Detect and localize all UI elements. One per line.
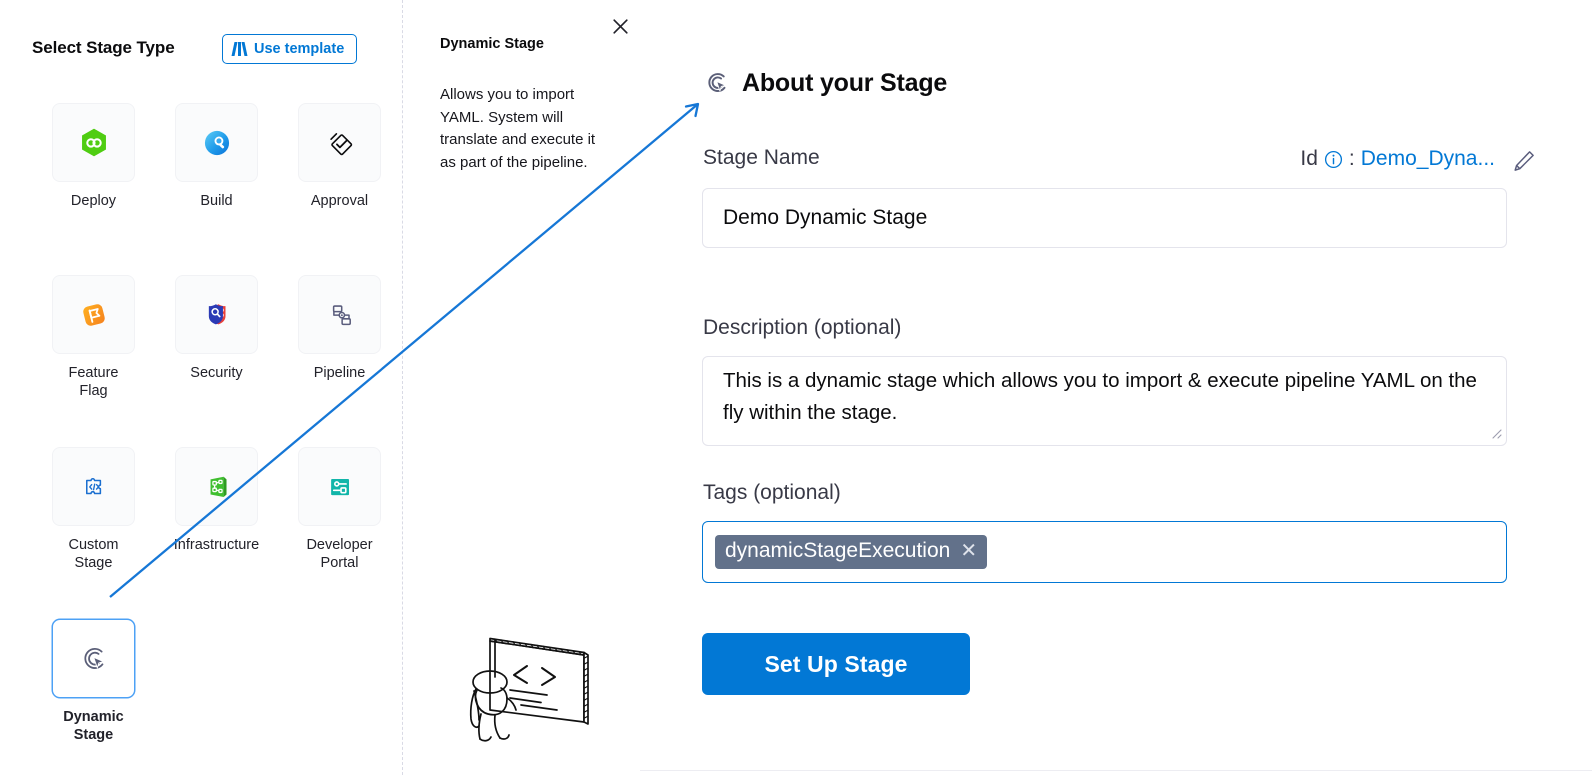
harness-cd-hexagon-infinity-icon bbox=[81, 128, 106, 156]
stage-card-feature-flag[interactable] bbox=[52, 275, 135, 354]
security-double-shield-icon bbox=[208, 303, 225, 324]
developer-portal-icon bbox=[330, 478, 349, 495]
stage-card-approval[interactable] bbox=[298, 103, 381, 182]
stage-cell-custom-stage: Custom Stage bbox=[32, 447, 155, 619]
page-title: Select Stage Type bbox=[32, 38, 175, 57]
stage-card-pipeline[interactable] bbox=[298, 275, 381, 354]
stage-name-label: Stage Name bbox=[703, 146, 820, 169]
stage-card-infrastructure[interactable] bbox=[175, 447, 258, 526]
description-label: Description (optional) bbox=[703, 316, 902, 339]
stage-label-feature-flag: Feature Flag bbox=[68, 365, 119, 399]
harness-ci-magnifier-circle-icon bbox=[204, 130, 229, 155]
description-textarea[interactable]: This is a dynamic stage which allows you… bbox=[702, 356, 1507, 446]
about-title: About your Stage bbox=[742, 68, 948, 97]
custom-stage-code-puzzle-icon bbox=[85, 477, 101, 494]
stage-cell-build: Build bbox=[155, 103, 278, 275]
stage-card-build[interactable] bbox=[175, 103, 258, 182]
stage-card-deploy[interactable] bbox=[52, 103, 135, 182]
stage-info-description: Allows you to import YAML. System will t… bbox=[440, 86, 596, 172]
stage-cell-feature-flag: Feature Flag bbox=[32, 275, 155, 447]
template-library-icon bbox=[231, 42, 248, 56]
infrastructure-cube-nodes-icon bbox=[210, 476, 227, 497]
stage-cell-security: Security bbox=[155, 275, 278, 447]
stage-label-pipeline: Pipeline bbox=[313, 365, 366, 381]
stage-id-value[interactable]: Demo_Dyna... bbox=[1360, 147, 1495, 170]
stage-cell-pipeline: Pipeline bbox=[278, 275, 401, 447]
stage-label-deploy: Deploy bbox=[70, 193, 117, 209]
stage-cell-dynamic-stage: Dynamic Stage bbox=[32, 619, 155, 775]
stage-cell-developer-portal: Developer Portal bbox=[278, 447, 401, 619]
dynamic-stage-cursor-target-icon bbox=[83, 647, 104, 669]
stage-card-custom-stage[interactable] bbox=[52, 447, 135, 526]
about-your-stage-form: About your Stage Stage Name Id : Demo_Dy… bbox=[640, 0, 1592, 775]
edit-pencil-icon[interactable] bbox=[1511, 148, 1537, 174]
stage-card-developer-portal[interactable] bbox=[298, 447, 381, 526]
info-circle-icon[interactable] bbox=[1324, 150, 1343, 169]
left-panel-header: Select Stage Type Use template bbox=[32, 34, 372, 64]
dynamic-stage-cursor-target-icon bbox=[708, 73, 726, 92]
about-header: About your Stage bbox=[702, 68, 947, 98]
id-separator: : bbox=[1348, 147, 1355, 170]
stage-info-panel: Dynamic Stage Allows you to import YAML.… bbox=[403, 0, 640, 775]
stage-label-approval: Approval bbox=[310, 193, 369, 209]
set-up-stage-button[interactable]: Set Up Stage bbox=[702, 633, 970, 695]
stage-type-grid: Deploy bbox=[32, 103, 382, 775]
tag-label: dynamicStageExecution bbox=[725, 539, 951, 562]
stage-label-build: Build bbox=[200, 193, 233, 209]
stage-cell-deploy: Deploy bbox=[32, 103, 155, 275]
tags-label: Tags (optional) bbox=[703, 481, 841, 504]
tags-input[interactable]: dynamicStageExecution ✕ bbox=[702, 521, 1507, 583]
stage-label-developer-portal: Developer Portal bbox=[306, 537, 373, 571]
use-template-label: Use template bbox=[254, 41, 345, 57]
feature-flag-icon bbox=[82, 303, 105, 326]
pipeline-nodes-icon bbox=[332, 304, 351, 325]
bottom-divider bbox=[640, 770, 1592, 771]
close-button[interactable] bbox=[608, 14, 632, 38]
close-icon bbox=[612, 18, 628, 34]
stage-name-input[interactable] bbox=[702, 188, 1507, 248]
use-template-button[interactable]: Use template bbox=[222, 34, 358, 64]
stage-label-infrastructure: Infrastructure bbox=[173, 537, 260, 553]
stage-cell-infrastructure: Infrastructure bbox=[155, 447, 278, 619]
stage-cell-approval: Approval bbox=[278, 103, 401, 275]
stage-id-row: Id : Demo_Dyna... bbox=[1300, 147, 1495, 171]
stage-label-dynamic-stage: Dynamic Stage bbox=[63, 709, 124, 743]
stage-type-panel: Select Stage Type Use template bbox=[0, 0, 403, 775]
approval-checkmark-diamond-icon bbox=[329, 132, 352, 155]
person-presenting-code-screen-illustration bbox=[469, 637, 589, 742]
stage-label-security: Security bbox=[190, 365, 243, 381]
stage-info-title: Dynamic Stage bbox=[440, 36, 544, 52]
stage-card-security[interactable] bbox=[175, 275, 258, 354]
stage-label-custom-stage: Custom Stage bbox=[68, 537, 119, 571]
tag-chip: dynamicStageExecution ✕ bbox=[715, 535, 988, 569]
stage-card-dynamic-stage[interactable] bbox=[52, 619, 135, 698]
tag-remove-icon[interactable]: ✕ bbox=[960, 540, 978, 562]
id-label: Id bbox=[1300, 147, 1318, 170]
